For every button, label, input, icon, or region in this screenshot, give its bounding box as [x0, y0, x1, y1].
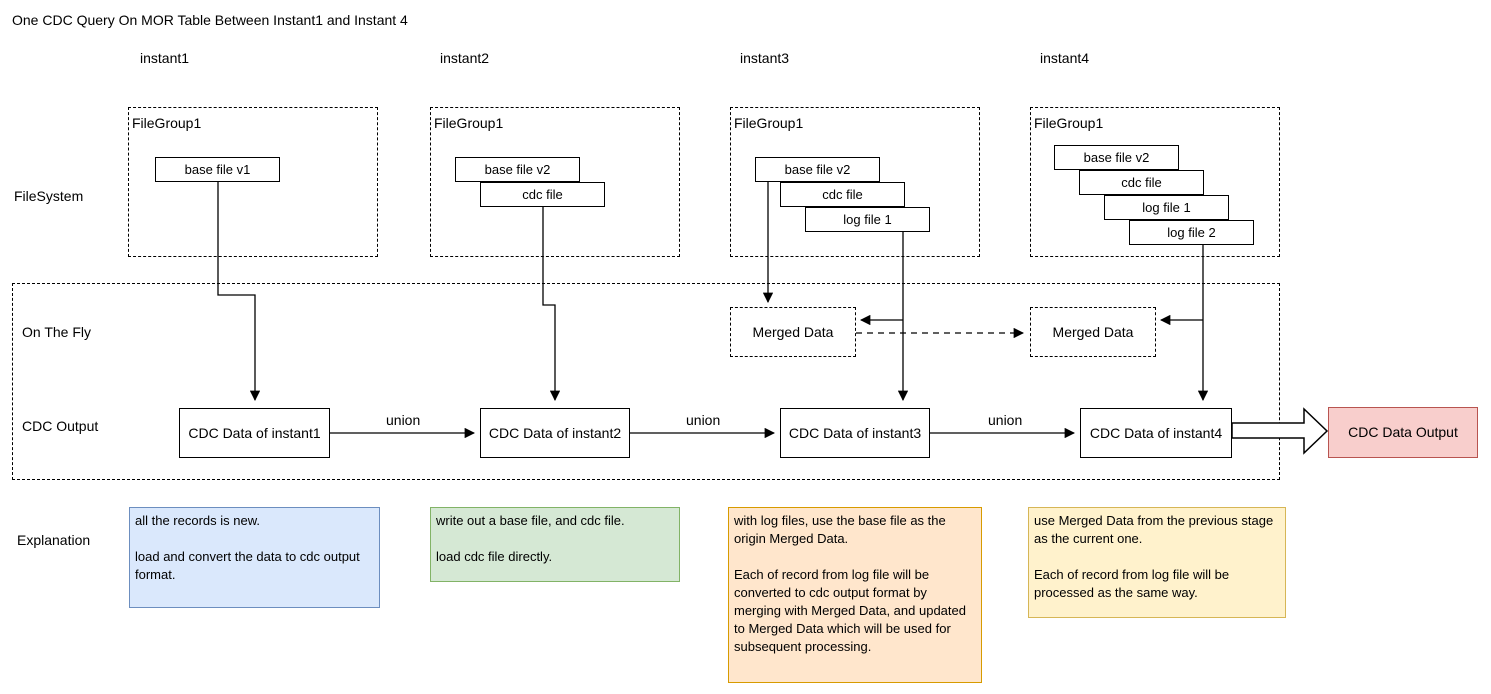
- processing-region-box: [12, 283, 1280, 480]
- file-box-base-v2: base file v2: [1054, 145, 1179, 170]
- filegroup-box-instant4: FileGroup1: [1030, 107, 1280, 257]
- merged-data-box-instant3: Merged Data: [730, 307, 856, 357]
- union-label-2: union: [686, 412, 721, 428]
- column-label-instant2: instant2: [440, 50, 490, 66]
- cdc-data-box-instant3: CDC Data of instant3: [780, 408, 930, 458]
- cdc-data-output-box: CDC Data Output: [1328, 407, 1478, 458]
- filegroup-label: FileGroup1: [1034, 115, 1104, 131]
- file-box-cdc: cdc file: [480, 182, 605, 207]
- column-label-instant1: instant1: [140, 50, 190, 66]
- union-label-1: union: [386, 412, 421, 428]
- row-label-explanation: Explanation: [17, 532, 91, 548]
- column-label-instant3: instant3: [740, 50, 790, 66]
- column-label-instant4: instant4: [1040, 50, 1090, 66]
- file-box-log-1: log file 1: [1104, 195, 1229, 220]
- row-label-filesystem: FileSystem: [14, 188, 84, 204]
- filegroup-box-instant1: FileGroup1: [128, 107, 378, 257]
- merged-data-box-instant4: Merged Data: [1030, 307, 1156, 357]
- filegroup-box-instant3: FileGroup1: [730, 107, 980, 257]
- file-box-cdc: cdc file: [1079, 170, 1204, 195]
- filegroup-label: FileGroup1: [434, 115, 504, 131]
- file-box-base-v2: base file v2: [455, 157, 580, 182]
- cdc-data-box-instant1: CDC Data of instant1: [179, 408, 330, 458]
- explanation-box-instant4: use Merged Data from the previous stage …: [1028, 507, 1286, 618]
- file-box-base-v1: base file v1: [155, 157, 280, 182]
- file-box-log-1: log file 1: [805, 207, 930, 232]
- file-box-cdc: cdc file: [780, 182, 905, 207]
- filegroup-label: FileGroup1: [132, 115, 202, 131]
- cdc-data-box-instant2: CDC Data of instant2: [480, 408, 630, 458]
- explanation-box-instant1: all the records is new. load and convert…: [129, 507, 380, 608]
- union-label-3: union: [988, 412, 1023, 428]
- row-label-cdc-output: CDC Output: [22, 418, 99, 434]
- page-title: One CDC Query On MOR Table Between Insta…: [12, 12, 408, 28]
- file-box-base-v2: base file v2: [755, 157, 880, 182]
- explanation-box-instant2: write out a base file, and cdc file. loa…: [430, 507, 680, 582]
- explanation-box-instant3: with log files, use the base file as the…: [728, 507, 982, 683]
- filegroup-label: FileGroup1: [734, 115, 804, 131]
- file-box-log-2: log file 2: [1129, 220, 1254, 245]
- row-label-on-the-fly: On The Fly: [22, 324, 91, 340]
- cdc-data-box-instant4: CDC Data of instant4: [1080, 408, 1232, 458]
